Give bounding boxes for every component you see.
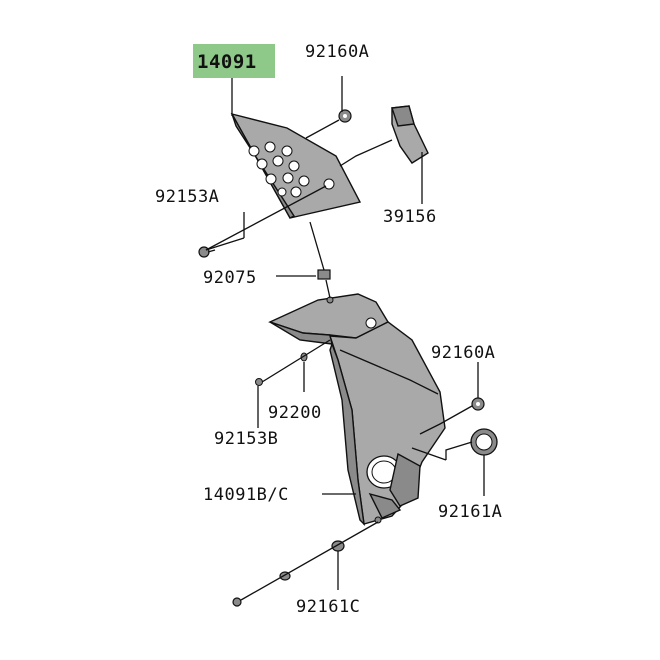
label-92161a: 92161A [438, 502, 502, 522]
label-92160a-right: 92160A [431, 343, 495, 363]
screw-92153b [255, 378, 263, 386]
spring-nut-92075 [317, 269, 331, 280]
label-92153b: 92153B [214, 429, 278, 449]
part-labels: 14091 92160A 92153A 39156 92075 92160A 9… [155, 42, 502, 617]
label-39156: 39156 [383, 207, 437, 227]
seal-ring-92161a [470, 428, 498, 456]
label-92161c: 92161C [296, 597, 360, 617]
leader-lines [205, 76, 485, 601]
label-14091: 14091 [197, 51, 257, 73]
upper-cover-panel [230, 112, 362, 219]
label-92200: 92200 [268, 403, 322, 423]
grommet-92160a-right [471, 397, 485, 411]
label-92075: 92075 [203, 268, 257, 288]
highlight-box-14091 [193, 44, 275, 78]
label-14091bc: 14091B/C [203, 485, 289, 505]
label-92153a: 92153A [155, 187, 219, 207]
bracket-39156 [391, 105, 429, 164]
label-92160a-top: 92160A [305, 42, 369, 62]
grommet-92160a-top [338, 109, 352, 123]
lower-cover-panel [268, 293, 446, 526]
